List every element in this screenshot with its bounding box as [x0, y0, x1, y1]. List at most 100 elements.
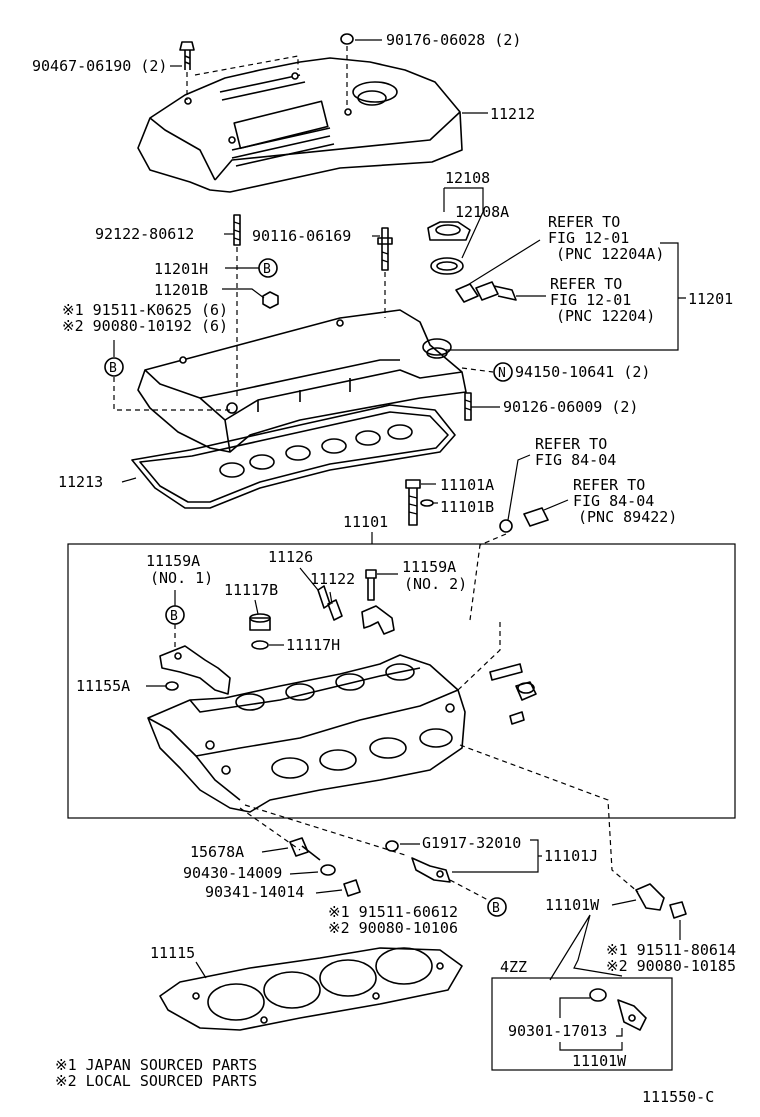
- stud-90116-icon: [377, 227, 393, 318]
- grommet-11201B-icon: [222, 288, 279, 309]
- ref-1-line-3: (PNC 12204A): [556, 245, 664, 263]
- ref-3-line-2: FIG 84-04: [535, 451, 616, 469]
- label-11159A-no2: 11159A: [402, 558, 456, 576]
- plug-11117B-icon: [249, 599, 271, 631]
- label-90080-10185: ※2 90080-10185: [606, 957, 736, 975]
- diagram-id: 111550-C: [642, 1088, 714, 1106]
- label-11101W-4zz: 11101W: [572, 1052, 627, 1070]
- label-11101B: 11101B: [440, 498, 494, 516]
- pcv-valve-icon: [455, 239, 546, 303]
- label-11159A-no1: 11159A: [146, 552, 200, 570]
- dowel-11122-icon: [327, 599, 343, 621]
- plug-90430-icon: [320, 864, 336, 876]
- note-japan-sourced: ※1 JAPAN SOURCED PARTS: [55, 1056, 257, 1074]
- label-11101J: 11101J: [544, 847, 598, 865]
- ref-1-line-1: REFER TO: [548, 213, 620, 231]
- marker-b-11159A: B: [165, 605, 185, 625]
- label-90080-10106: ※2 90080-10106: [328, 919, 458, 937]
- sensor-11101W-icon: [611, 883, 687, 919]
- label-11122: 11122: [310, 570, 355, 588]
- label-11213: 11213: [58, 473, 103, 491]
- pin-11126-icon: [317, 585, 331, 609]
- label-90430: 90430-14009: [183, 864, 282, 882]
- label-11159A-no1-sub: (NO. 1): [150, 569, 213, 587]
- label-90080-10192: ※2 90080-10192 (6): [62, 317, 228, 335]
- label-91511-K0625: ※1 91511-K0625 (6): [62, 301, 228, 319]
- label-11155A: 11155A: [76, 677, 130, 695]
- svg-text:B: B: [109, 361, 117, 376]
- label-90467: 90467-06190 (2): [32, 57, 167, 75]
- stud-90126-icon: [464, 392, 500, 421]
- label-11159A-no2-sub: (NO. 2): [404, 575, 467, 593]
- label-11201H: 11201H: [154, 260, 208, 278]
- head-bolt-11101A-icon: [405, 479, 436, 526]
- label-12108: 12108: [445, 169, 490, 187]
- label-92122: 92122-80612: [95, 225, 194, 243]
- oring-11117H-icon: [251, 640, 269, 650]
- plug-90341-icon: [343, 879, 361, 897]
- label-11201B: 11201B: [154, 281, 208, 299]
- label-11212: 11212: [490, 105, 535, 123]
- label-12108A: 12108A: [455, 203, 509, 221]
- engine-cover-11212: [137, 57, 463, 193]
- label-11201: 11201: [688, 290, 733, 308]
- label-15678A: 15678A: [190, 843, 244, 861]
- ref-1-line-2: FIG 12-01: [548, 229, 629, 247]
- cam-bearing-cap-icon: [361, 605, 395, 635]
- label-11126: 11126: [268, 548, 313, 566]
- plug-15678A-icon: [289, 837, 321, 861]
- label-90126: 90126-06009 (2): [503, 398, 638, 416]
- stud-92122-icon: [233, 214, 241, 400]
- grommet-90176-icon: [340, 33, 354, 108]
- label-90301: 90301-17013: [508, 1022, 607, 1040]
- 4zz-box: [491, 977, 673, 1071]
- note-local-sourced: ※2 LOCAL SOURCED PARTS: [55, 1072, 257, 1090]
- cam-sensor-11101J-icon: [411, 857, 451, 883]
- ref-4-line-1: REFER TO: [573, 476, 645, 494]
- pin-pair-icon: [489, 663, 537, 725]
- svg-text:B: B: [263, 262, 271, 277]
- label-11101: 11101: [343, 513, 388, 531]
- label-11101W: 11101W: [545, 896, 600, 914]
- label-11101A: 11101A: [440, 476, 494, 494]
- label-11117B: 11117B: [224, 581, 278, 599]
- label-4zz: 4ZZ: [500, 958, 527, 976]
- ref-4-line-2: FIG 84-04: [573, 492, 654, 510]
- label-90341: 90341-14014: [205, 883, 304, 901]
- ref-2-line-2: FIG 12-01: [550, 291, 631, 309]
- label-11117H: 11117H: [286, 636, 340, 654]
- svg-text:B: B: [170, 609, 178, 624]
- oring-g1917-icon: [385, 840, 399, 852]
- head-cover-gasket-11213: [131, 404, 456, 509]
- marker-b-11201H: B: [258, 258, 278, 278]
- ref-2-line-1: REFER TO: [550, 275, 622, 293]
- label-91511-60612: ※1 91511-60612: [328, 903, 458, 921]
- temp-sensor-icon: [523, 499, 569, 527]
- svg-text:N: N: [498, 366, 506, 381]
- label-90116: 90116-06169: [252, 227, 351, 245]
- cam-cap-no1-icon: [159, 645, 231, 695]
- bolt-11159A-no2-icon: [365, 569, 398, 601]
- bolt-90467-icon: [179, 41, 299, 100]
- cylinder-head-11101: [147, 654, 466, 813]
- marker-b-sensor: B: [487, 897, 507, 917]
- sensor-4zz-icon: [589, 988, 647, 1031]
- washer-11101B-icon: [420, 499, 438, 507]
- head-assembly-frame: [67, 543, 736, 819]
- marker-b-cover: B: [104, 357, 124, 377]
- svg-text:B: B: [492, 901, 500, 916]
- label-90176: 90176-06028 (2): [386, 31, 521, 49]
- label-91511-80614: ※1 91511-80614: [606, 941, 736, 959]
- ref-4-line-3: (PNC 89422): [578, 508, 677, 526]
- ring-11155A-icon: [165, 681, 179, 691]
- head-gasket-11115: [159, 947, 463, 1031]
- label-G1917: G1917-32010: [422, 834, 521, 852]
- label-94150: 94150-10641 (2): [515, 363, 650, 381]
- cylinder-head-cover-11201: [137, 309, 467, 453]
- oil-filler-cap-12108-icon: [427, 187, 484, 275]
- ref-2-line-3: (PNC 12204): [556, 307, 655, 325]
- marker-n-94150: N: [493, 362, 513, 382]
- sensor-ring-icon: [469, 519, 513, 621]
